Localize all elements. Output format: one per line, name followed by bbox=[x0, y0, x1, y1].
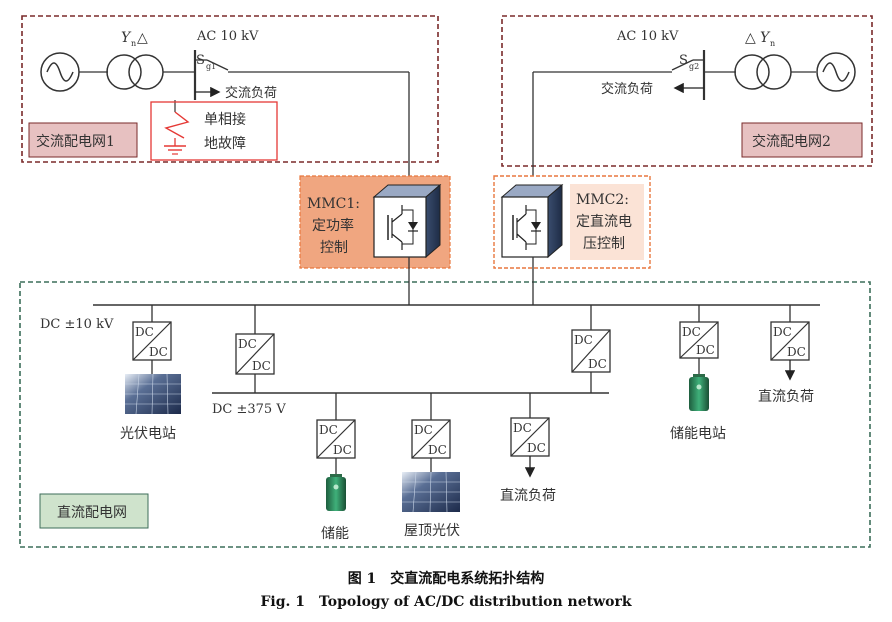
storage-label: 储能 bbox=[321, 526, 349, 542]
switch-sg2-label: S bbox=[679, 53, 688, 68]
svg-text:DC: DC bbox=[787, 345, 806, 359]
mmc2-converter-icon bbox=[500, 183, 564, 259]
svg-text:DC: DC bbox=[527, 441, 546, 455]
dcdc-converter-storage-station: DC DC bbox=[679, 321, 719, 359]
battery-icon bbox=[689, 374, 709, 411]
ac-grid-2-label: 交流配电网2 bbox=[752, 133, 831, 150]
mmc1-line3: 控制 bbox=[320, 240, 348, 256]
dc-load-bottom-label: 直流负荷 bbox=[500, 487, 556, 504]
ac-load-label-2: 交流负荷 bbox=[601, 81, 653, 97]
caption-cn: 图 1 交直流配电系统拓扑结构 bbox=[348, 570, 545, 587]
transformer-n-sub: n bbox=[131, 39, 136, 48]
ac-voltage-label-2: AC 10 kV bbox=[616, 29, 679, 44]
svg-text:DC: DC bbox=[513, 421, 532, 435]
dc-grid: DC ±10 kV DC ±375 V DC DC 光伏电站 DC DC bbox=[19, 257, 871, 548]
mmc2-line3: 压控制 bbox=[583, 236, 625, 252]
fault-label-1: 单相接 bbox=[204, 111, 246, 128]
mmc1-converter-icon bbox=[372, 183, 442, 259]
mmc1-name: MMC1: bbox=[307, 196, 360, 212]
ac-grid-1: Y n △ AC 10 kV S g1 交流负荷 单相接 地故障 交流配电网1 bbox=[21, 15, 439, 205]
switch-sg2-icon bbox=[671, 59, 694, 71]
ac-grid-2-label-box bbox=[741, 122, 863, 158]
svg-text:DC: DC bbox=[135, 325, 154, 339]
dc-grid-border bbox=[19, 281, 871, 548]
mmc1-block: MMC1: 定功率 控制 bbox=[299, 175, 451, 269]
rooftop-pv-label: 屋顶光伏 bbox=[404, 523, 460, 539]
switch-sg1-sub: g1 bbox=[206, 62, 216, 71]
ac-grid-1-label-box bbox=[28, 122, 138, 158]
svg-text:DC: DC bbox=[252, 359, 271, 373]
ac-load-label-1: 交流负荷 bbox=[225, 85, 277, 101]
storage-station-label: 储能电站 bbox=[670, 426, 726, 442]
svg-text:DC: DC bbox=[333, 443, 352, 457]
svg-text:DC: DC bbox=[588, 357, 607, 371]
svg-text:DC: DC bbox=[428, 443, 447, 457]
dc-bus-10kv-label: DC ±10 kV bbox=[40, 317, 114, 332]
dc-grid-label: 直流配电网 bbox=[57, 504, 127, 521]
pv-station-label: 光伏电站 bbox=[120, 426, 176, 442]
pv-panel-icon bbox=[125, 373, 181, 415]
svg-text:DC: DC bbox=[149, 345, 168, 359]
mmc2-line2: 定直流电 bbox=[576, 213, 632, 230]
svg-text:DC: DC bbox=[574, 333, 593, 347]
fault-label-2: 地故障 bbox=[204, 136, 246, 152]
transformer-delta-label: △ bbox=[137, 30, 148, 46]
dcdc-converter-load-top: DC DC bbox=[770, 321, 810, 361]
rooftop-pv-icon bbox=[402, 471, 460, 513]
svg-text:DC: DC bbox=[238, 337, 257, 351]
dcdc-converter-link-2: DC DC bbox=[571, 329, 611, 373]
mmc2-block: MMC2: 定直流电 压控制 bbox=[493, 175, 651, 269]
transformer-y-label: Y bbox=[121, 30, 132, 46]
transformer-2-icon bbox=[734, 54, 792, 90]
transformer-2-n-sub: n bbox=[770, 39, 775, 48]
switch-sg1-label: S bbox=[196, 53, 205, 68]
ac-grid-2-border bbox=[501, 15, 873, 167]
transformer-icon bbox=[106, 54, 164, 90]
dc-grid-label-box bbox=[39, 493, 149, 529]
svg-text:DC: DC bbox=[773, 325, 792, 339]
svg-text:DC: DC bbox=[696, 343, 715, 357]
dc-bus-375v-label: DC ±375 V bbox=[212, 402, 286, 417]
ac-grid-2: AC 10 kV S g2 交流负荷 △ Y n 交流配电网2 bbox=[501, 15, 873, 205]
ground-fault-icon bbox=[164, 111, 190, 155]
caption-en: Fig. 1 Topology of AC/DC distribution ne… bbox=[260, 594, 631, 610]
ac-grid-1-label: 交流配电网1 bbox=[36, 133, 115, 150]
fault-box bbox=[150, 101, 278, 161]
dcdc-converter-load-bottom: DC DC bbox=[510, 417, 550, 457]
ac-grid-1-border bbox=[21, 15, 439, 163]
battery-icon-small bbox=[326, 474, 346, 511]
mmc2-label-bg bbox=[570, 184, 644, 260]
svg-text:DC: DC bbox=[414, 423, 433, 437]
switch-sg1-icon bbox=[206, 59, 229, 71]
switch-sg2-sub: g2 bbox=[689, 62, 699, 71]
ac-voltage-label-1: AC 10 kV bbox=[196, 29, 259, 44]
dcdc-converter-rooftop-pv: DC DC bbox=[411, 419, 451, 459]
dcdc-converter-link: DC DC bbox=[235, 333, 275, 375]
svg-text:DC: DC bbox=[319, 423, 338, 437]
dc-load-top-label: 直流负荷 bbox=[758, 388, 814, 405]
dcdc-converter-pv: DC DC bbox=[132, 321, 172, 361]
mmc1-line2: 定功率 bbox=[312, 217, 354, 234]
svg-text:DC: DC bbox=[682, 325, 701, 339]
mmc2-name: MMC2: bbox=[576, 192, 629, 208]
transformer-2-y-label: Y bbox=[760, 30, 771, 46]
transformer-2-delta-label: △ bbox=[745, 30, 756, 46]
dcdc-converter-storage: DC DC bbox=[316, 419, 356, 459]
